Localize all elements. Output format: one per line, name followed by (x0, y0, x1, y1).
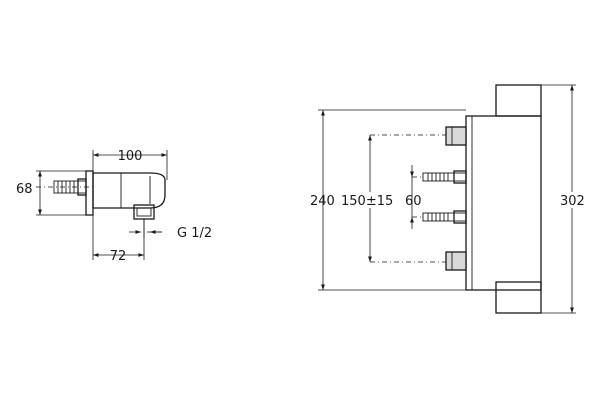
dim-label-100: 100 (118, 149, 143, 164)
dim-label-68: 68 (16, 182, 33, 197)
upper-fixing-screw (422, 170, 467, 184)
dim-label-60: 60 (405, 194, 422, 209)
dimension-width-100: 100 (92, 149, 168, 180)
dim-label-150-15: 150±15 (341, 194, 393, 209)
thermostat-body (465, 115, 542, 291)
side-eccentric-connector (36, 178, 90, 196)
dim-label-g-half: G 1/2 (177, 226, 212, 241)
front-view: 240 150±15 60 302 (310, 84, 587, 314)
bottom-control-handle (495, 281, 542, 314)
dimension-inlet-150: 150±15 (340, 135, 396, 262)
callout-g-half-inch: G 1/2 (129, 219, 212, 241)
lower-fixing-screw (422, 210, 467, 224)
dim-label-240: 240 (310, 194, 335, 209)
dimension-total-302: 302 (541, 84, 587, 314)
dim-label-72: 72 (110, 249, 127, 264)
side-wall-plate (85, 170, 94, 216)
side-valve-body (92, 172, 166, 209)
side-view: 100 68 72 G 1/2 (16, 149, 212, 264)
dimension-fixing-60: 60 (405, 165, 422, 229)
side-outlet-nut (136, 207, 152, 217)
dim-label-302: 302 (560, 194, 585, 209)
dimension-mount-240: 240 (310, 109, 466, 291)
lower-inlet-connector (445, 251, 467, 271)
dimension-depth-72: 72 (92, 215, 145, 264)
top-control-handle (495, 84, 542, 117)
dimension-height-68: 68 (16, 170, 86, 216)
front-left-strip (465, 115, 473, 291)
upper-inlet-connector (445, 126, 467, 146)
